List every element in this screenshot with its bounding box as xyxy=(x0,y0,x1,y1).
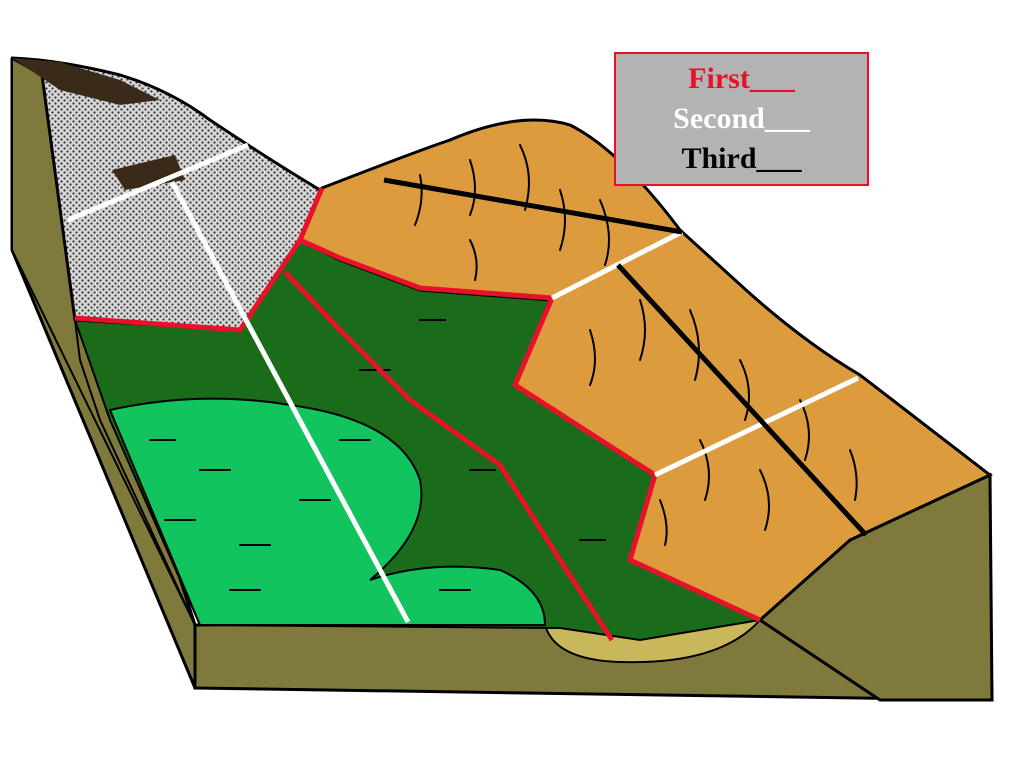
red-lines xyxy=(74,187,762,642)
red-line-mountain-base xyxy=(74,187,325,333)
legend-item-third: Third___ xyxy=(681,142,802,175)
legend-item-first: First___ xyxy=(688,62,795,95)
legend-box: First___ Second___ Third___ xyxy=(614,52,869,186)
red-line-channel xyxy=(283,270,615,642)
white-line-hill-2 xyxy=(653,375,860,478)
legend-item-second: Second___ xyxy=(673,102,810,135)
white-line-mountain-profile xyxy=(169,180,411,624)
black-lines xyxy=(383,177,868,537)
rocky-mountain xyxy=(11,56,322,332)
black-line-hill-top xyxy=(383,177,683,235)
mountain-peak-shadow xyxy=(12,58,160,105)
grass-dashes xyxy=(149,319,606,591)
hill-texture xyxy=(414,144,858,546)
white-lines xyxy=(67,142,860,624)
black-line-hill-profile xyxy=(616,263,868,537)
red-line-hill-base xyxy=(298,237,762,623)
white-line-hill-1 xyxy=(550,229,684,301)
light-green-flat xyxy=(108,397,547,626)
white-line-mountain-top xyxy=(67,142,249,223)
